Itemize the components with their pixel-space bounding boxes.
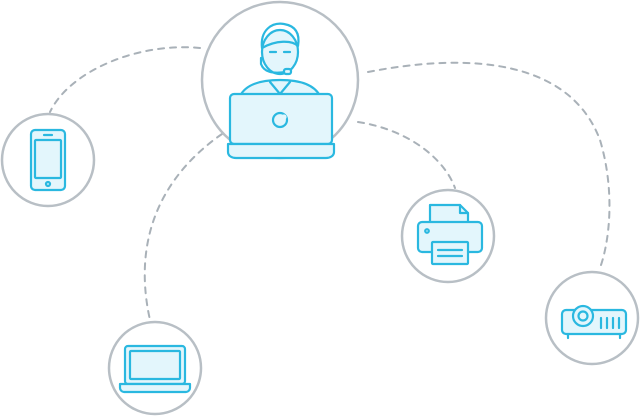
smartphone-button [44,180,52,188]
node-smartphone [0,112,96,208]
laptop-base [118,382,192,394]
printer-paper-lines [436,248,464,258]
agent-laptop-base [226,142,336,160]
projector-lens-inner [577,310,589,322]
support-agent-icon [226,22,336,160]
agent-hair [260,22,300,50]
smartphone-screen [33,138,63,180]
laptop-display [128,349,182,381]
node-support-agent [200,0,360,160]
agent-laptop-logo [271,111,289,129]
agent-laptop-screen [228,92,334,146]
connector-agent-projector [367,61,611,269]
projector-feet [566,332,622,340]
printer-light [424,228,430,234]
printer-paper-in [428,203,470,226]
connector-agent-printer [357,121,456,189]
projector-body [560,308,628,336]
projector-icon [560,304,628,340]
projector-lens-outer [571,304,595,328]
agent-head [260,28,300,76]
printer-paper-out [430,240,470,266]
connector-agent-smartphone [49,46,201,113]
laptop-icon [118,344,192,394]
projector-vents [599,316,621,330]
printer-icon [416,203,484,266]
smartphone-body [29,128,67,192]
node-laptop [107,320,203,416]
printer-paper-fold [458,203,470,215]
agent-headset-mic [282,67,293,76]
connector-agent-laptop [143,133,223,321]
agent-laptop-logo-bite [281,114,287,120]
agent-headset [259,56,288,74]
node-printer [400,188,496,284]
node-projector [544,270,640,366]
smartphone-icon [29,128,67,192]
